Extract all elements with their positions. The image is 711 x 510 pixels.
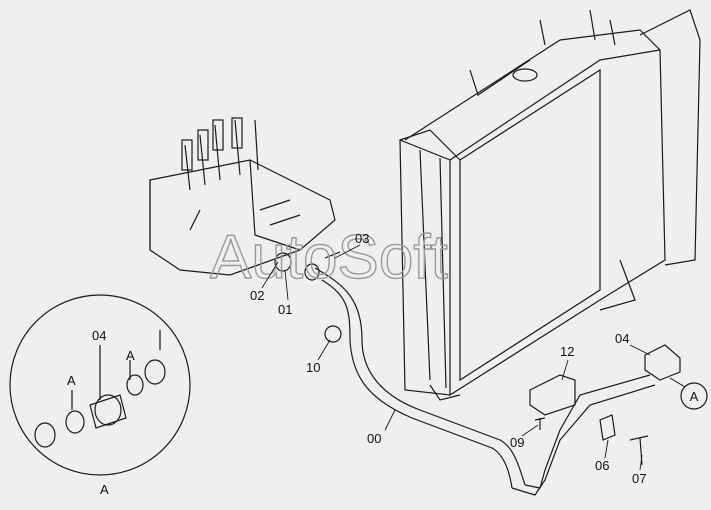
label-00: 00 — [367, 431, 381, 446]
detail-part-label: 04 — [92, 328, 106, 343]
fittings — [274, 251, 342, 343]
label-12: 12 — [560, 344, 574, 359]
label-09: 09 — [510, 435, 524, 450]
brackets — [529, 344, 681, 466]
label-07: 07 — [632, 471, 646, 486]
detail-sub-a2: A — [126, 348, 135, 363]
label-02: 02 — [250, 288, 264, 303]
label-01: 01 — [278, 302, 292, 317]
part-labels: 00 01 02 03 04 06 07 09 10 12 — [250, 231, 646, 486]
control-valve — [149, 117, 336, 276]
detail-a-view: 04 A A A — [9, 294, 191, 497]
pipe-00 — [314, 267, 656, 496]
detail-caption: A — [100, 482, 109, 497]
callout-a-letter: A — [690, 389, 699, 404]
watermark: AutoSoft — [210, 223, 448, 292]
label-06: 06 — [595, 458, 609, 473]
leader-lines — [261, 244, 651, 471]
radiator-assembly — [399, 9, 701, 401]
detail-sub-a1: A — [67, 373, 76, 388]
callout-a: A — [669, 377, 708, 410]
label-04: 04 — [615, 331, 629, 346]
label-10: 10 — [306, 360, 320, 375]
label-03: 03 — [355, 231, 369, 246]
